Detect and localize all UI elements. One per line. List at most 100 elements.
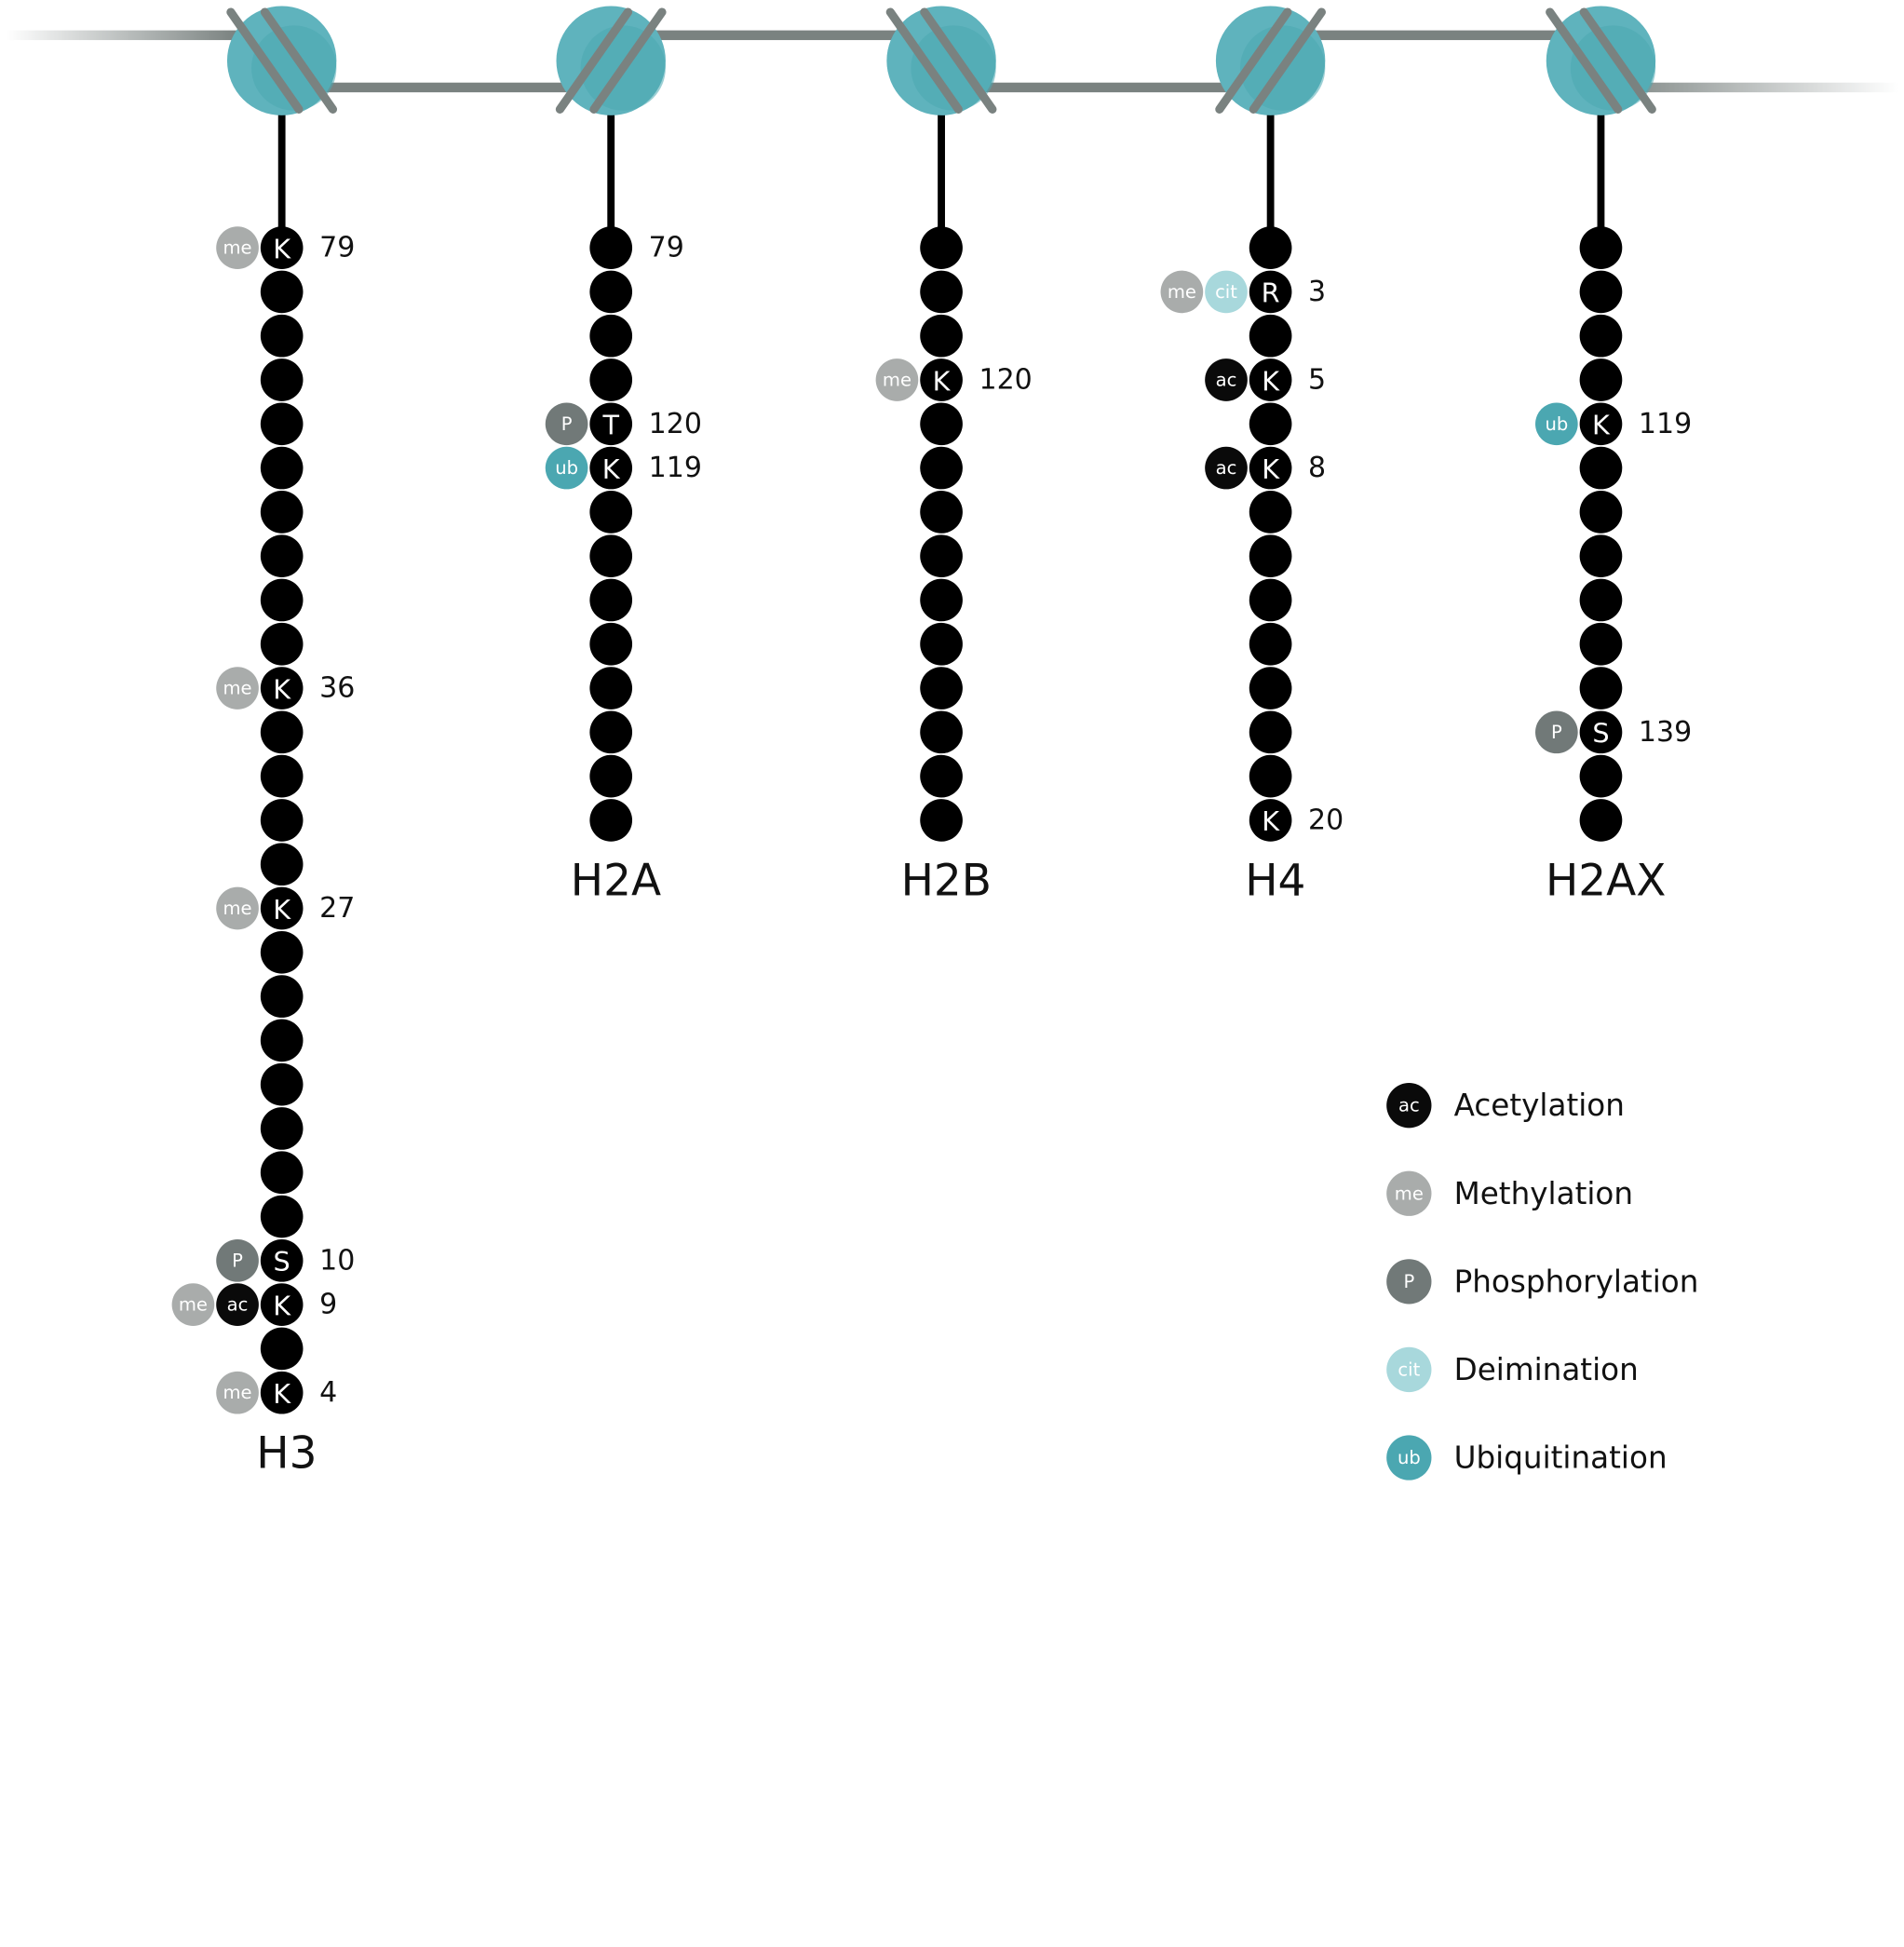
residue-letter: R — [1262, 277, 1280, 309]
residue-bead — [260, 1239, 304, 1282]
residue-bead — [589, 534, 633, 578]
residue-bead — [260, 491, 304, 534]
residue-bead — [1579, 534, 1623, 578]
residue — [589, 491, 633, 534]
residue-bead — [1249, 491, 1292, 534]
residue — [1249, 226, 1292, 269]
residue — [260, 358, 304, 401]
residue-bead — [260, 358, 304, 401]
residue-letter: K — [1262, 805, 1280, 837]
residue-position: 120 — [649, 408, 702, 440]
legend-swatch — [1386, 1346, 1432, 1393]
residue — [260, 1327, 304, 1371]
residue — [920, 622, 963, 666]
residue-bead — [1249, 534, 1292, 578]
mod-badge-circle — [216, 226, 259, 269]
residue — [1579, 622, 1623, 666]
histone-name-label: H2AX — [1546, 856, 1666, 907]
residue — [1579, 358, 1623, 401]
residue-bead — [260, 1019, 304, 1062]
legend-label: Phosphorylation — [1454, 1264, 1699, 1299]
residue — [260, 710, 304, 754]
residue-bead — [260, 1283, 304, 1326]
residue-position: 20 — [1308, 804, 1344, 836]
residue-position: 79 — [649, 232, 684, 264]
residue — [260, 578, 304, 622]
residue-bead — [1579, 314, 1623, 358]
residue — [589, 578, 633, 622]
residue — [260, 799, 304, 842]
mod-badge-circle — [216, 667, 259, 710]
mod-badge-circle — [171, 1283, 215, 1326]
residue-bead — [1579, 270, 1623, 314]
residue-bead — [1249, 754, 1292, 798]
residue-bead — [920, 314, 963, 358]
legend-label: Methylation — [1454, 1176, 1633, 1211]
residue-bead — [1579, 754, 1623, 798]
nucleosome-dna-wrap — [589, 7, 667, 114]
residue-bead — [260, 886, 304, 930]
residue — [1249, 622, 1292, 666]
residue — [1579, 667, 1623, 710]
nucleosome-dna-wrap — [920, 7, 997, 114]
residue — [589, 270, 633, 314]
residue-bead — [920, 358, 963, 401]
mod-me-badge: me — [216, 226, 259, 269]
legend-swatch-abbr: cit — [1398, 1359, 1420, 1380]
nucleosome-h2ax — [1546, 6, 1656, 115]
residue-k20: K 20 — [1249, 799, 1344, 842]
mod-ac-badge: ac — [1205, 358, 1248, 401]
residue — [1579, 314, 1623, 358]
residue-bead — [1249, 314, 1292, 358]
mod-badge-circle — [1205, 270, 1248, 314]
dna-segment-2 — [611, 30, 942, 41]
legend-swatch — [1386, 1259, 1432, 1305]
mod-badge-label: me — [883, 370, 911, 391]
residue-bead — [260, 534, 304, 578]
mod-badge-label: ub — [555, 457, 578, 479]
residue-bead — [1579, 358, 1623, 401]
residue — [589, 667, 633, 710]
residue-bead — [1579, 710, 1623, 754]
residue-bead — [1579, 799, 1623, 842]
residue — [1579, 270, 1623, 314]
residue-bead — [1249, 622, 1292, 666]
residue — [920, 667, 963, 710]
mod-badge-circle — [216, 1239, 259, 1282]
nucleosome-dna-wrap — [1579, 7, 1656, 114]
residue-position: 119 — [1639, 408, 1692, 440]
residue — [920, 270, 963, 314]
residue — [589, 534, 633, 578]
residue-bead — [1249, 667, 1292, 710]
mod-badge-label: me — [223, 678, 252, 699]
histone-name-label: H2B — [901, 856, 992, 907]
residue-position: 36 — [319, 672, 355, 705]
residue-position: 120 — [979, 364, 1033, 397]
residue-bead — [920, 622, 963, 666]
residue-bead — [589, 667, 633, 710]
residue-bead — [260, 270, 304, 314]
residue — [260, 270, 304, 314]
residue — [920, 491, 963, 534]
mod-me-badge: me — [875, 358, 919, 401]
residue-bead — [589, 799, 633, 842]
residue — [920, 226, 963, 269]
residue-bead — [589, 622, 633, 666]
residue — [1249, 710, 1292, 754]
mod-me-badge: me — [216, 886, 259, 930]
residue-position: 27 — [319, 892, 355, 925]
residue — [260, 446, 304, 490]
residue — [1579, 446, 1623, 490]
residue-bead — [589, 710, 633, 754]
nucleosome-h4 — [1215, 6, 1326, 115]
residue-letter: K — [273, 673, 291, 705]
legend-swatch-abbr: ub — [1398, 1447, 1421, 1468]
residue — [589, 358, 633, 401]
